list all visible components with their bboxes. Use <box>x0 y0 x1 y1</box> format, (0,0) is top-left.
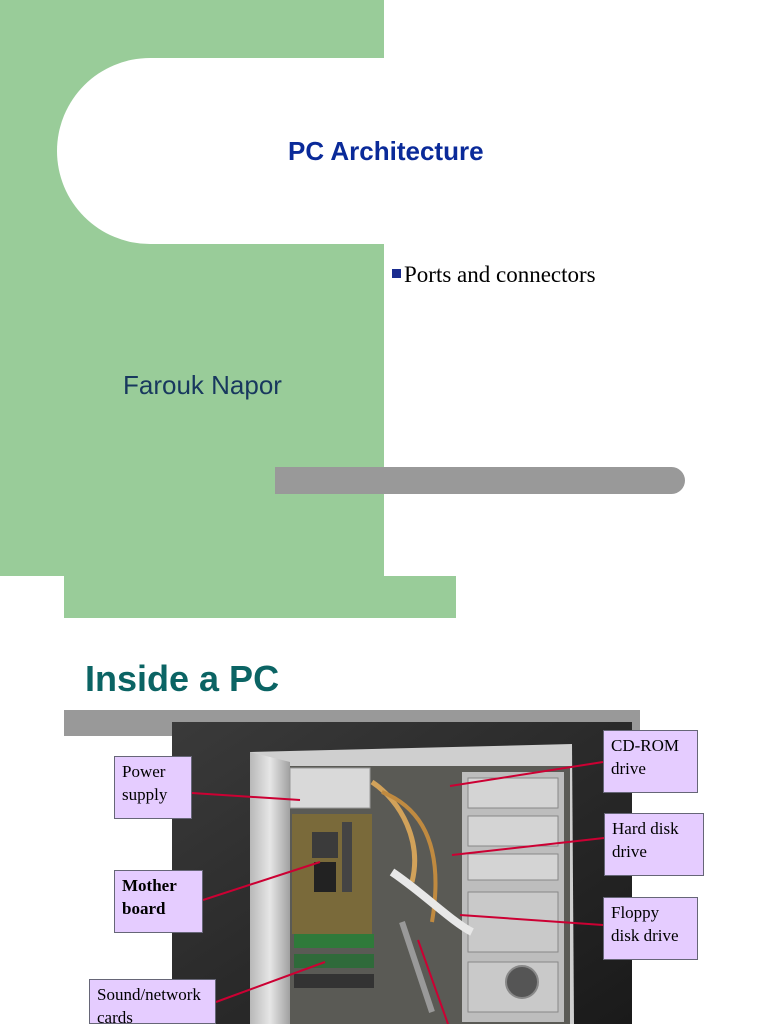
sound-network-label: Sound/network cards <box>89 979 216 1024</box>
pc-interior-photo <box>172 722 632 1024</box>
bullet-item: Ports and connectors <box>392 262 596 288</box>
square-bullet-icon <box>392 269 401 278</box>
gray-divider-bar <box>275 467 685 494</box>
slide-1-title: PC Architecture <box>288 136 484 166</box>
bullet-text: Ports and connectors <box>404 262 596 287</box>
hard-disk-label: Hard disk drive <box>604 813 704 876</box>
slide-2-title: Inside a PC <box>85 658 280 699</box>
floppy-label: Floppy disk drive <box>603 897 698 960</box>
motherboard-label: Mother board <box>114 870 203 933</box>
title-pill <box>57 58 768 244</box>
author-name: Farouk Napor <box>123 370 282 400</box>
green-band <box>64 576 456 618</box>
slide-1: PC Architecture Ports and connectors Far… <box>0 0 768 576</box>
power-supply-label: Power supply <box>114 756 192 819</box>
white-corner <box>384 0 768 58</box>
cdrom-label: CD-ROM drive <box>603 730 698 793</box>
